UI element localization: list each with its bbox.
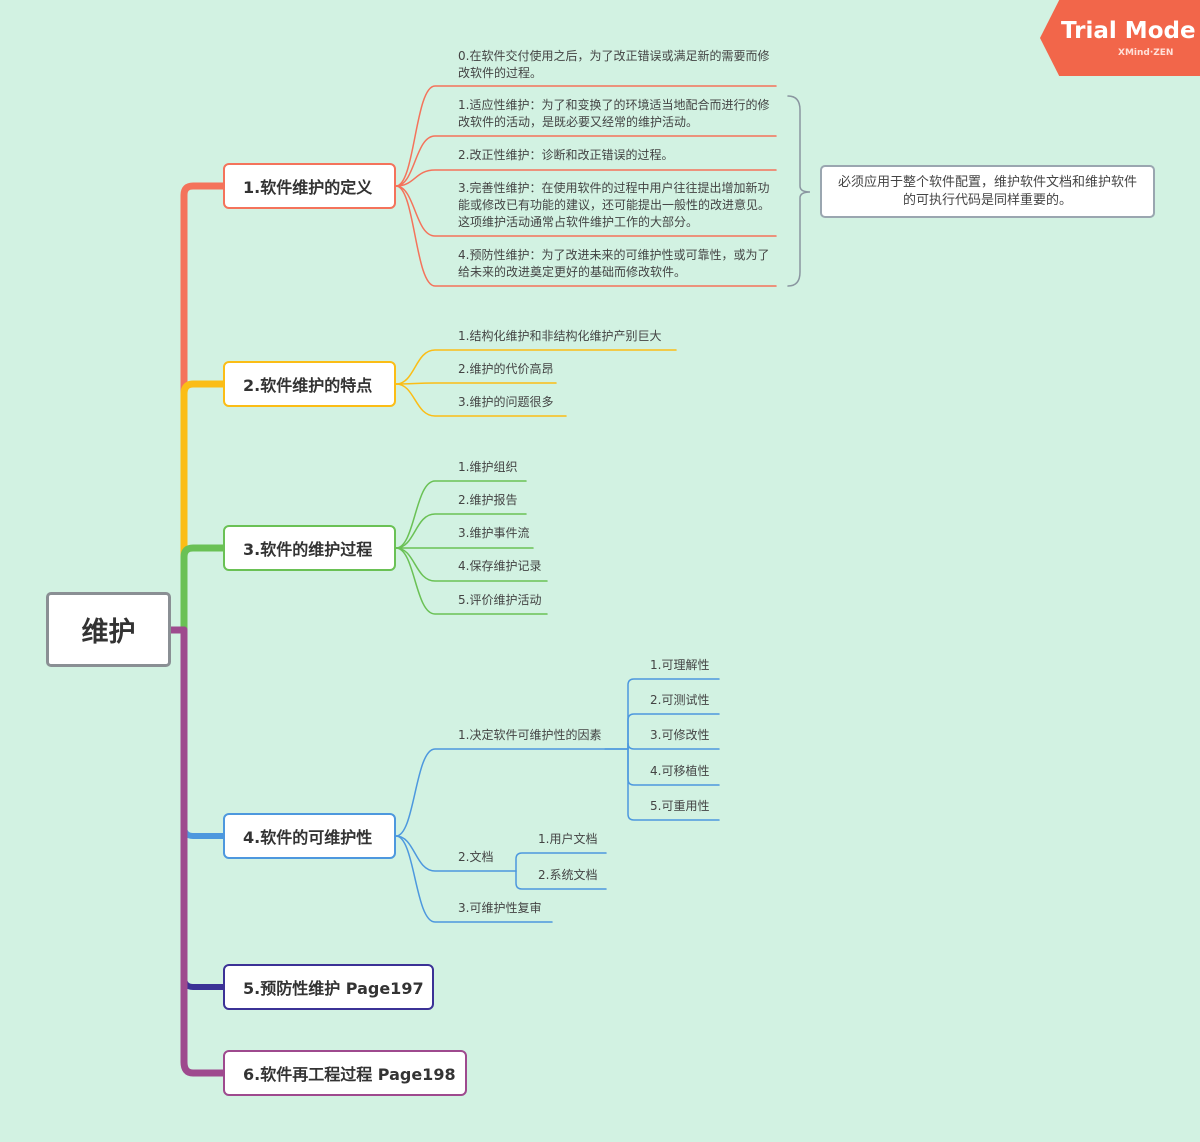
xmind-brand-label: XMind·ZEN <box>1118 48 1174 58</box>
leaf-modifiability[interactable]: 3.可修改性 <box>650 728 710 742</box>
connector-factor-2 <box>627 742 720 750</box>
connector-factor-4 <box>627 748 720 821</box>
connector-characteristics-1 <box>395 382 557 385</box>
summary-bracket <box>787 95 811 287</box>
trunk-branch-6 <box>180 626 227 1077</box>
topic-maintainability[interactable]: 4.软件的可维护性 <box>223 813 396 859</box>
trunk-branch-2 <box>180 380 227 634</box>
connector-definition-2 <box>395 169 777 187</box>
leaf-understandability[interactable]: 1.可理解性 <box>650 658 710 672</box>
trunk-branch-1 <box>180 182 227 634</box>
leaf-corrective-maintenance[interactable]: 2.改正性维护：诊断和改正错误的过程。 <box>458 148 674 162</box>
leaf-system-documentation[interactable]: 2.系统文档 <box>538 868 598 882</box>
summary-note[interactable]: 必须应用于整个软件配置，维护软件文档和维护软件的可执行代码是同样重要的。 <box>820 165 1155 218</box>
connector-definition-4 <box>395 185 777 287</box>
connector-process-3 <box>395 547 548 582</box>
trunk-branch-4 <box>181 627 226 839</box>
connector-process-0 <box>395 480 527 549</box>
leaf-maintenance-organization[interactable]: 1.维护组织 <box>458 460 518 474</box>
leaf-structured-vs-unstructured[interactable]: 1.结构化维护和非结构化维护产别巨大 <box>458 329 662 343</box>
topic-software-reengineering[interactable]: 6.软件再工程过程 Page198 <box>223 1050 467 1096</box>
connector-characteristics-2 <box>395 383 567 417</box>
connector-definition-0 <box>395 85 777 187</box>
leaf-perfective-maintenance[interactable]: 3.完善性维护：在使用软件的过程中用户往往提出增加新功能或修改已有功能的建议，还… <box>458 181 771 229</box>
leaf-maintenance-event-flow[interactable]: 3.维护事件流 <box>458 526 530 540</box>
leaf-portability[interactable]: 4.可移植性 <box>650 764 710 778</box>
trunk-branch-3 <box>180 544 227 634</box>
leaf-testability[interactable]: 2.可测试性 <box>650 693 710 707</box>
leaf-reusability[interactable]: 5.可重用性 <box>650 799 710 813</box>
connector-process-1 <box>395 513 527 549</box>
leaf-user-documentation[interactable]: 1.用户文档 <box>538 832 598 846</box>
leaf-many-problems[interactable]: 3.维护的问题很多 <box>458 395 554 409</box>
subtopic-documentation[interactable]: 2.文档 <box>458 850 494 864</box>
subtopic-maintainability-review[interactable]: 3.可维护性复审 <box>458 901 542 915</box>
root-topic[interactable]: 维护 <box>46 592 171 667</box>
leaf-adaptive-maintenance[interactable]: 1.适应性维护：为了和变换了的环境适当地配合而进行的修改软件的活动，是既必要又经… <box>458 98 770 129</box>
leaf-high-cost[interactable]: 2.维护的代价高昂 <box>458 362 554 376</box>
trial-badge <box>1040 0 1200 76</box>
leaf-maintenance-report[interactable]: 2.维护报告 <box>458 493 518 507</box>
topic-maintenance-characteristics[interactable]: 2.软件维护的特点 <box>223 361 396 407</box>
connector-maintainability-0 <box>395 748 629 837</box>
subtopic-maintainability-factors[interactable]: 1.决定软件可维护性的因素 <box>458 728 602 742</box>
connector-definition-1 <box>395 135 777 187</box>
leaf-keep-maintenance-records[interactable]: 4.保存维护记录 <box>458 559 542 573</box>
connector-factor-0 <box>627 678 720 750</box>
connector-maintainability-1 <box>395 835 517 872</box>
connector-doc-0 <box>515 852 607 872</box>
connector-definition-3 <box>395 185 777 237</box>
connector-factor-1 <box>627 713 720 750</box>
connector-doc-1 <box>515 870 607 890</box>
topic-preventive-maintenance[interactable]: 5.预防性维护 Page197 <box>223 964 434 1010</box>
leaf-definition-0[interactable]: 0.在软件交付使用之后，为了改正错误或满足新的需要而修改软件的过程。 <box>458 49 770 80</box>
topic-maintenance-process[interactable]: 3.软件的维护过程 <box>223 525 396 571</box>
topic-software-maintenance-definition[interactable]: 1.软件维护的定义 <box>223 163 396 209</box>
connector-maintainability-2 <box>395 835 553 923</box>
trunk-branch-5 <box>181 627 226 990</box>
leaf-evaluate-maintenance[interactable]: 5.评价维护活动 <box>458 593 542 607</box>
leaf-preventive-maintenance[interactable]: 4.预防性维护：为了改进未来的可维护性或可靠性，或为了给未来的改进奠定更好的基础… <box>458 248 770 279</box>
trial-mode-label: Trial Mode <box>1061 18 1196 44</box>
connector-process-4 <box>395 547 548 615</box>
connector-characteristics-0 <box>395 349 677 385</box>
